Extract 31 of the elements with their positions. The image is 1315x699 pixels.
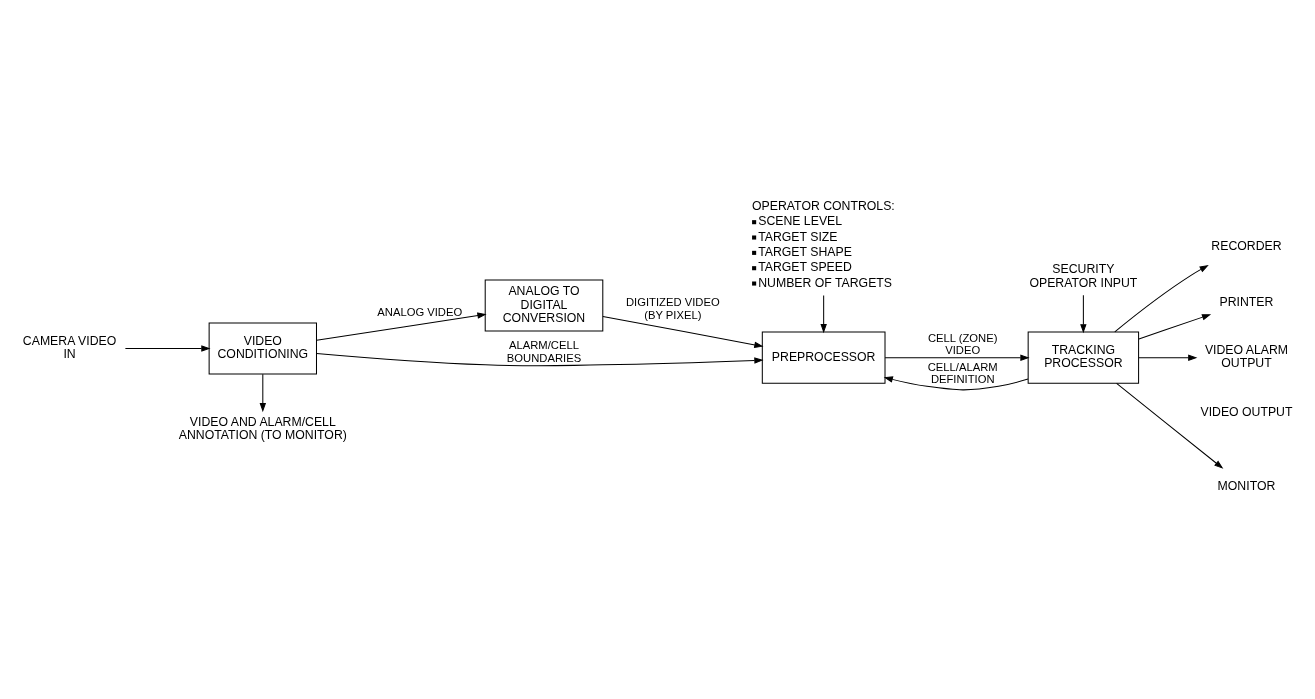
arrow [1080, 294, 1087, 333]
arrow [259, 373, 267, 412]
arrow [124, 344, 211, 352]
arrow [883, 375, 1029, 390]
node-text: VIDEO ALARM OUTPUT [1204, 342, 1289, 370]
arrow [316, 352, 764, 366]
edge-label: DIGITIZED VIDEO (BY PIXEL) [626, 295, 720, 321]
node-text: VIDEO AND ALARM/CELL ANNOTATION (TO MONITOR) [178, 414, 347, 442]
arrow [820, 294, 827, 333]
arrow [1138, 313, 1212, 339]
arrow [316, 311, 487, 341]
arrow [1114, 264, 1209, 332]
arrow [884, 353, 1030, 361]
node-text: MONITOR [1217, 478, 1276, 493]
label: VIDEO OUTPUT [1200, 404, 1293, 419]
edge-label: CELL (ZONE) VIDEO [927, 331, 998, 356]
node-text: RECORDER [1211, 238, 1282, 253]
arrow [1138, 353, 1198, 361]
node-text: OPERATOR CONTROLS: SCENE LEVEL TARGET SIZE TARGET SHAPE TARGET SPEED NUMBER OF TARGETS [752, 198, 895, 290]
node-text: PRINTER [1219, 294, 1274, 309]
node-box: TRACKING PROCESSOR [1027, 331, 1140, 384]
node-text: SECURITY OPERATOR INPUT [1029, 261, 1138, 290]
node-box: ANALOG TO DIGITAL CONVERSION [484, 278, 604, 332]
node-box: VIDEO CONDITIONING [208, 321, 317, 375]
edge-label: ANALOG VIDEO [377, 305, 463, 318]
node-box: PREPROCESSOR [761, 331, 886, 384]
edge-label: CELL/ALARM DEFINITION [927, 360, 998, 385]
edge-label: ALARM/CELL BOUNDARIES [506, 338, 582, 364]
arrow [1116, 382, 1224, 469]
node-text: CAMERA VIDEO IN [22, 333, 117, 361]
arrow [602, 315, 764, 348]
